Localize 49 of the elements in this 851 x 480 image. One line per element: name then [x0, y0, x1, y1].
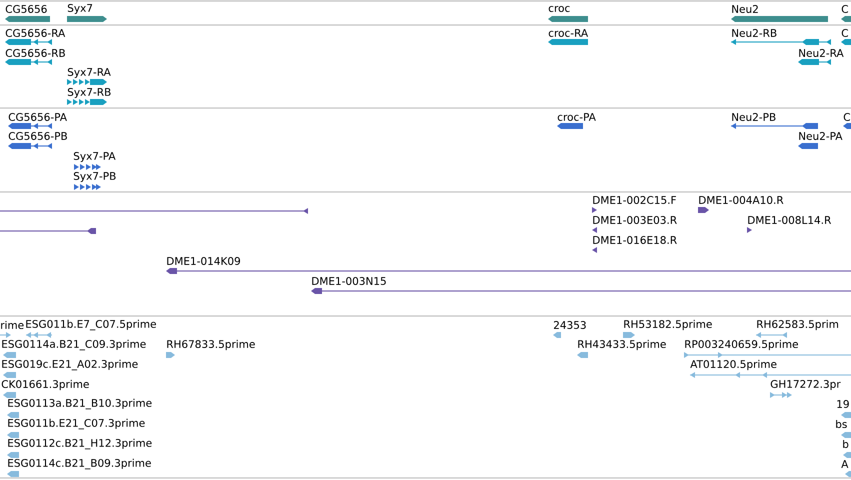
track-label: Syx7-PA: [74, 152, 116, 162]
track-label: CG5656-PA: [8, 113, 67, 121]
track-label: ESG011b.E21_C07.3prime: [8, 418, 145, 430]
track-label: AT01120.5prime: [690, 360, 776, 370]
track-label: RH62583.5prim: [757, 320, 838, 330]
track-label: Neu2-PA: [799, 132, 842, 140]
track-label: C: [842, 29, 848, 37]
track-label: RH67833.5prime: [167, 340, 255, 350]
track-label: CG5656: [6, 5, 47, 13]
track-label: Neu2-RA: [799, 49, 844, 57]
track-label: DME1-016E18.R: [593, 236, 677, 244]
track-label: Neu2-PB: [732, 113, 776, 121]
track-label: ESG0114a.B21_C09.3prime: [2, 340, 146, 350]
track-label: DME1-003N15: [312, 277, 386, 285]
track-label: b: [843, 440, 848, 448]
track-label: CG5656-RB: [6, 49, 65, 57]
track-label: ESG0113a.B21_B10.3prime: [8, 398, 152, 410]
track-label: Syx7-RB: [68, 88, 111, 98]
track-label: Syx7-PB: [74, 172, 116, 182]
track-label: GH17272.3pr: [770, 380, 841, 390]
track-label: Syx7: [68, 4, 92, 14]
track-label: croc-RA: [548, 29, 588, 37]
track-label: ESG0112c.B21_H12.3prime: [8, 438, 152, 450]
track-label: 19: [837, 400, 849, 408]
track-label: CG5656-RA: [6, 29, 66, 37]
track-label: C: [844, 113, 850, 121]
track-label: croc: [548, 6, 570, 12]
track-label: RP003240659.5prime: [685, 340, 798, 350]
track-label: A: [841, 460, 848, 468]
track-label: CG5656-PB: [8, 132, 67, 140]
track-label: ESG019c.E21_A02.3prime: [2, 360, 138, 370]
track-label: ESG011b.E7_C07.5prime: [26, 320, 156, 330]
track-label: DME1-014K09: [167, 257, 240, 265]
track-label: bs: [836, 420, 847, 428]
track-label: C: [842, 5, 848, 13]
track-label: DME1-008L14.R: [748, 216, 832, 224]
track-label: RH43433.5prime: [578, 340, 666, 350]
track-label: DME1-003E03.R: [593, 216, 677, 224]
track-label: RH53182.5prime: [624, 320, 712, 330]
track-label: Neu2: [732, 5, 758, 13]
track-label: croc-PA: [558, 113, 596, 121]
track-label: Neu2-RB: [732, 29, 776, 37]
track-label: ESG0114c.B21_B09.3prime: [8, 458, 151, 470]
track-label: DME1-002C15.F: [593, 196, 676, 204]
track-label: 24353: [554, 321, 586, 329]
track-label: Syx7-RA: [68, 68, 111, 78]
track-label: rime: [1, 320, 24, 330]
track-label: CK01661.3prime: [2, 380, 89, 390]
track-label: DME1-004A10.R: [699, 196, 784, 204]
